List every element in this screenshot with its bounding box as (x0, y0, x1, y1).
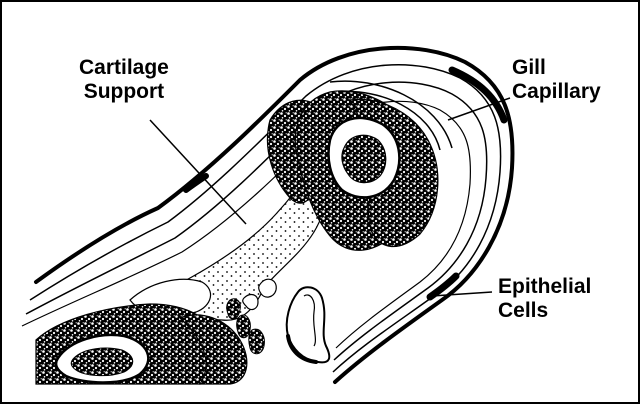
small-vessel-3 (249, 329, 265, 354)
label-epithelial-cells: Epithelial Cells (498, 275, 591, 323)
label-gill-line-2: Capillary (512, 80, 601, 104)
label-cartilage-line-2: Support (79, 80, 169, 104)
label-epithelial-line-2: Cells (498, 299, 591, 323)
leader-cartilage (150, 120, 246, 224)
epithelial-thick-edge-top (452, 70, 504, 120)
label-cartilage-line-1: Cartilage (79, 56, 169, 80)
small-vessel-2 (237, 315, 251, 338)
small-ring (259, 279, 277, 297)
label-cartilage-support: Cartilage Support (79, 56, 169, 104)
capillary-mass-core (342, 135, 386, 182)
small-vessel-1 (227, 299, 241, 319)
label-epithelial-line-1: Epithelial (498, 275, 591, 299)
label-gill-capillary: Gill Capillary (512, 56, 601, 104)
label-gill-line-1: Gill (512, 56, 601, 80)
